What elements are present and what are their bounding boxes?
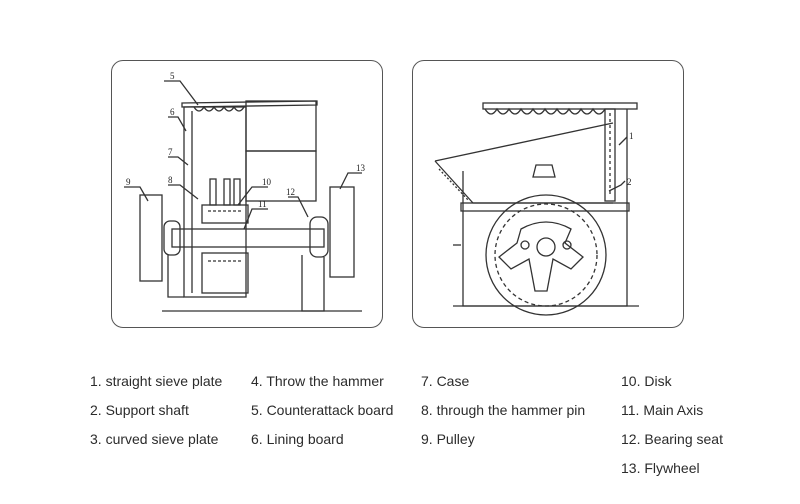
callout-6: 6 [170,107,175,117]
leader-13 [339,172,362,190]
mid-housing [245,150,317,202]
leader-1 [618,136,628,146]
legend-column-3: 7. Case 8. through the hammer pin 9. Pul… [421,367,585,454]
legend-item: 1. straight sieve plate [90,373,223,389]
leader-7 [168,156,189,166]
hammer-1 [209,178,217,206]
hammer-pin-left [520,240,530,250]
legend-item: 13. Flywheel [621,460,700,476]
legend-item: 12. Bearing seat [621,431,723,447]
curved-sieve-inner [494,203,598,307]
stone [532,164,556,178]
callout-7: 7 [168,147,173,157]
bearing-seat-right [309,216,329,258]
flywheel [329,186,355,278]
frame-beam [460,202,630,212]
counterattack-teeth [484,107,606,115]
hammer-3 [233,178,241,206]
side-view-drawing: 5 6 7 8 9 10 11 12 13 [124,71,366,312]
leader-6 [168,116,187,132]
callout-13: 13 [356,163,366,173]
hammer-pin-right [562,240,572,250]
feed-chute-top [434,122,614,162]
leader-10 [237,186,268,206]
hammer-2 [223,178,231,206]
upper-housing [245,100,317,152]
case-body [183,106,247,298]
callout-1: 1 [629,131,634,141]
pulley [139,194,163,282]
legend-item: 7. Case [421,373,470,389]
callout-9: 9 [126,177,131,187]
legend-item: 10. Disk [621,373,672,389]
leader-11 [243,208,268,230]
callout-12: 12 [286,187,295,197]
callout-10: 10 [262,177,272,187]
legend-item: 11. Main Axis [621,402,704,418]
legend-item: 9. Pulley [421,431,475,447]
chute-lining [438,168,470,202]
top-rim [181,100,318,108]
front-section-diagram: 1 2 [412,60,684,328]
right-support [301,255,325,312]
callout-11: 11 [258,199,267,209]
counterattack-board-teeth [193,105,245,112]
curved-sieve-plate [485,194,607,316]
legend-item: 2. Support shaft [90,402,189,418]
front-section-drawing: 1 2 [434,102,639,316]
main-axis [536,237,556,257]
disk-lower [201,252,249,294]
legend-item: 5. Counterattack board [251,402,394,418]
left-support [167,255,184,298]
bearing-seat-left [163,220,181,256]
legend-item: 4. Throw the hammer [251,373,384,389]
legend-column-2: 4. Throw the hammer 5. Counterattack boa… [251,367,393,454]
legend-column-4: 10. Disk 11. Main Axis 12. Bearing seat … [621,367,723,483]
legend-item: 8. through the hammer pin [421,402,586,418]
leader-5 [164,80,199,106]
leader-9 [124,186,149,202]
disk-upper [201,204,249,224]
legend-item: 6. Lining board [251,431,344,447]
leader-8 [168,184,199,200]
straight-sieve-plate [604,108,616,202]
main-axis [171,228,325,248]
callout-2: 2 [627,177,632,187]
side-view-diagram: 5 6 7 8 9 10 11 12 13 [111,60,383,328]
leader-2 [608,180,626,192]
callout-8: 8 [168,175,173,185]
legend-item: 3. curved sieve plate [90,431,219,447]
leader-12 [288,196,309,218]
top-plate [482,102,638,110]
callout-5: 5 [170,71,175,81]
legend-column-1: 1. straight sieve plate 2. Support shaft… [90,367,222,454]
disk-with-hammers [498,221,584,292]
feed-chute-bottom [434,160,613,204]
